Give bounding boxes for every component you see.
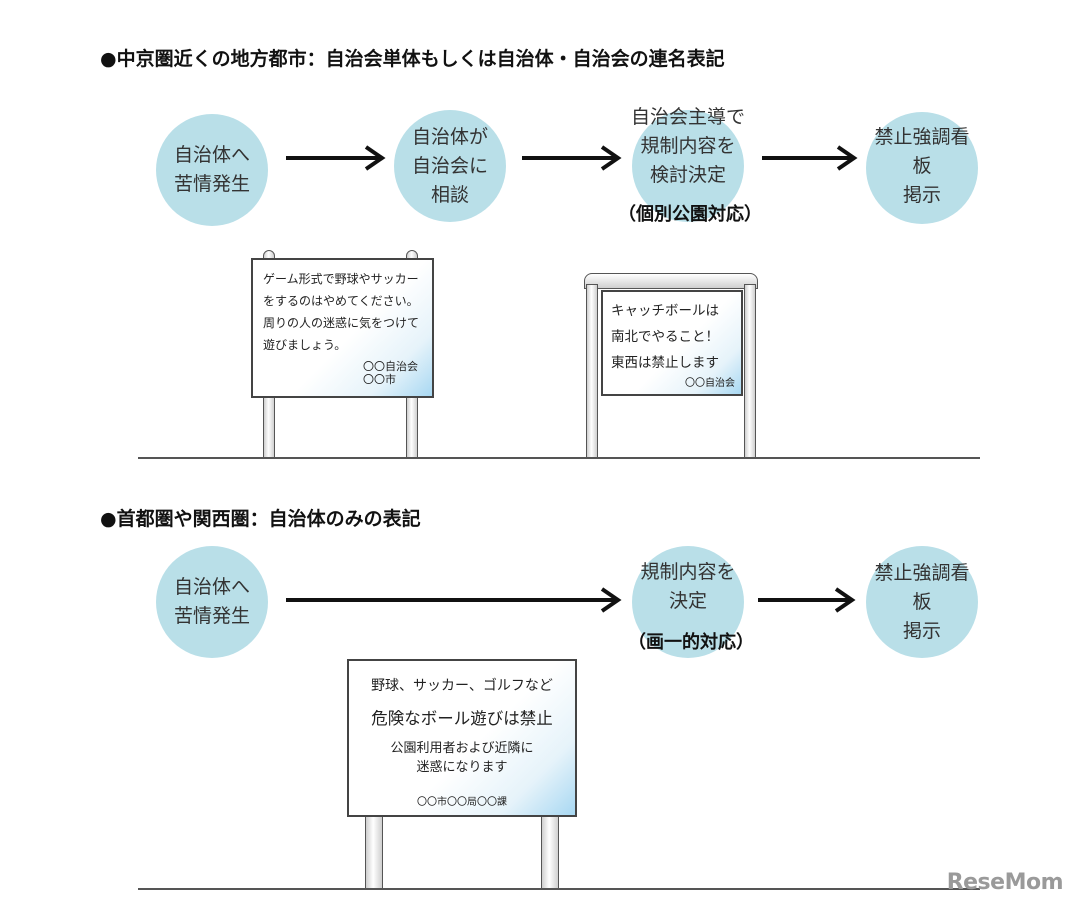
step-complaint-text: 自治体へ 苦情発生 <box>173 144 250 195</box>
sign-a-signature: 〇〇自治会 〇〇市 <box>363 360 418 386</box>
sign-a-text: ゲーム形式で野球やサッカー をするのはやめてください。 周りの人の迷惑に気をつけ… <box>263 272 420 352</box>
step-sign-circle <box>866 112 978 224</box>
sign-c-line3: 公園利用者および近隣に 迷惑になります <box>390 741 534 775</box>
step2-decide-circle <box>632 546 744 658</box>
sign-b-post-left <box>586 284 598 458</box>
step2-sign-text: 禁止強調看 板 掲示 <box>874 561 970 642</box>
step-decide-circle <box>632 110 744 222</box>
sign-b-top-bar <box>584 273 758 289</box>
resemom-logo: ReseMom <box>946 870 1064 895</box>
section1-title: ●中京圏近くの地方都市：自治会単体もしくは自治体・自治会の連名表記 <box>100 48 725 70</box>
arrow-3-head <box>836 145 858 171</box>
step2-sign-circle <box>866 546 978 658</box>
sign-a-board: ゲーム形式で野球やサッカー をするのはやめてください。 周りの人の迷惑に気をつけ… <box>251 258 434 398</box>
step-decide-text: 自治会主導で 規制内容を 検討決定 <box>630 105 745 186</box>
sign-c-signature: 〇〇市〇〇局〇〇課 <box>417 797 507 808</box>
ground-line-1 <box>138 457 980 459</box>
sign-c-post-right <box>541 812 559 890</box>
step-consult-text: 自治体が 自治会に 相談 <box>411 125 488 206</box>
section2-title: ●首都圏や関西圏：自治体のみの表記 <box>100 508 421 530</box>
step-complaint-circle <box>156 114 268 226</box>
step2-decide-text: 規制内容を 決定 <box>640 561 736 612</box>
note-individual: （個別公園対応） <box>618 204 762 225</box>
step-consult-circle <box>394 110 506 222</box>
arrow-4-head <box>600 587 622 613</box>
sign-c-board: 野球、サッカー、ゴルフなど 危険なボール遊びは禁止 公園利用者および近隣に 迷惑… <box>347 659 577 817</box>
sign-b-board: キャッチボールは 南北でやること！ 東西は禁止します 〇〇自治会 <box>601 290 743 396</box>
step-sign-text: 禁止強調看 板 掲示 <box>874 125 970 206</box>
note-uniform: （画一的対応） <box>628 632 754 653</box>
step2-complaint-circle <box>156 546 268 658</box>
sign-c-post-left <box>365 812 383 890</box>
ground-line-2 <box>138 888 980 890</box>
sign-c-line1: 野球、サッカー、ゴルフなど <box>371 678 553 694</box>
arrow-2-head <box>600 145 622 171</box>
sign-b-signature: 〇〇自治会 <box>685 378 735 389</box>
sign-c-line2: 危険なボール遊びは禁止 <box>371 709 553 728</box>
arrow-5-head <box>834 587 856 613</box>
step2-complaint-text: 自治体へ 苦情発生 <box>173 576 250 627</box>
sign-b-post-right <box>744 284 756 458</box>
sign-b-text: キャッチボールは 南北でやること！ 東西は禁止します <box>611 303 719 371</box>
arrow-1-head <box>364 145 386 171</box>
